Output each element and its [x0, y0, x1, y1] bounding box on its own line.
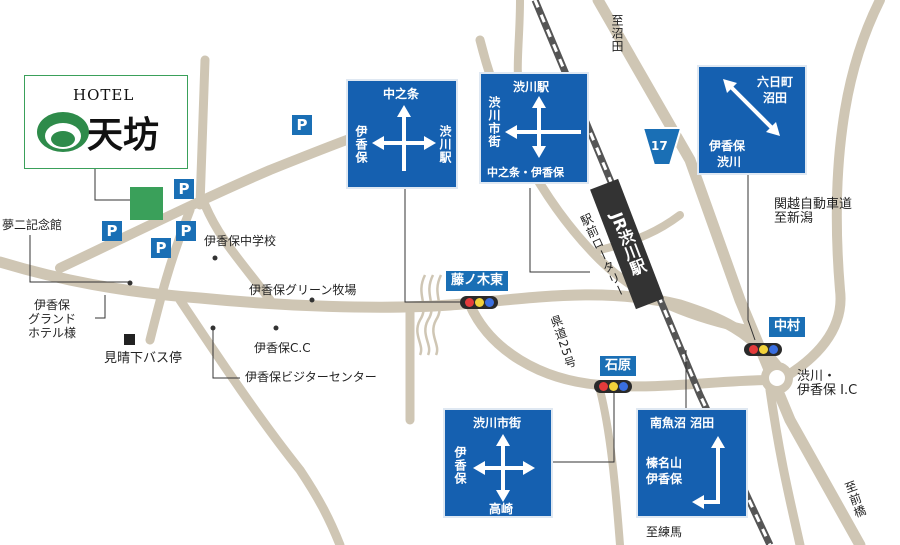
junior-high-label: 伊香保中学校 — [204, 234, 277, 248]
shibukawa-ic-label: 渋川・ 伊香保 I.C — [797, 369, 858, 398]
yumeji-museum-label: 夢二記念館 — [2, 218, 63, 232]
north-hotel-road — [195, 55, 210, 210]
crossroad-arrow-icon — [372, 105, 436, 171]
up-left-arrow-icon — [692, 436, 725, 509]
hotel-name-en: HOTEL — [73, 86, 135, 104]
kanetsu-expressway-label: 関越自動車道 至新潟 — [774, 197, 853, 226]
direction-sign-5: 南魚沼 沼田 榛名山 伊香保 — [636, 408, 748, 518]
country-club-label: 伊香保C.C — [254, 341, 311, 355]
to-numata-label: 至沼田 — [610, 14, 624, 53]
parking-icon: P — [151, 238, 171, 258]
intersection-nakamura: 中村 — [769, 317, 806, 337]
traffic-light-icon — [744, 343, 782, 356]
diagonal-arrow-icon — [723, 79, 780, 136]
river-lines — [416, 274, 443, 356]
bus-stop-label: 見晴下バス停 — [104, 351, 183, 366]
hotel-name-jp: 天坊 — [87, 114, 160, 156]
grand-hotel-label: 伊香保 グランド ホテル様 — [28, 298, 77, 340]
intersection-funoki-east: 藤ノ木東 — [446, 271, 509, 291]
leader-lines — [29, 169, 756, 463]
direction-sign-3: 六日町 沼田 伊香保 渋川 — [697, 65, 807, 175]
traffic-light-icon — [460, 296, 498, 309]
route-17-number: 17 — [651, 139, 668, 153]
mountain-road — [775, 0, 885, 385]
parking-icon: P — [176, 221, 196, 241]
intersection-ishihara: 石原 — [600, 356, 637, 376]
to-nerima-label: 至練馬 — [646, 525, 683, 539]
hotel-logo-box: HOTEL 天坊 — [24, 75, 188, 169]
ishihara-south-road — [596, 386, 624, 545]
parking-icon: P — [102, 221, 122, 241]
diagonal-road-1 — [200, 200, 275, 305]
hotel-logo-icon — [37, 112, 89, 152]
crossroad-arrow-icon — [473, 434, 535, 502]
direction-sign-1: 中之条 伊香保 渋川駅 — [346, 79, 458, 189]
route-17-road — [592, 0, 866, 545]
hotel-location-marker — [130, 187, 163, 220]
t-junction-arrow-icon — [505, 96, 581, 158]
parking-icon: P — [292, 115, 312, 135]
parking-icon: P — [174, 179, 194, 199]
map-dots — [127, 255, 315, 331]
traffic-light-icon — [594, 380, 632, 393]
visitor-center-label: 伊香保ビジターセンター — [245, 370, 377, 384]
bus-stop-marker — [124, 334, 135, 345]
direction-sign-4: 渋川市街 伊香保 高崎 — [443, 408, 553, 518]
south-east-road — [765, 385, 805, 545]
roundabout — [761, 362, 793, 394]
south-west-road — [175, 295, 345, 545]
direction-sign-2: 渋川駅 渋川市街 中之条・伊香保 — [479, 72, 589, 184]
green-ranch-label: 伊香保グリーン牧場 — [249, 283, 357, 297]
main-east-west-road — [0, 256, 786, 376]
route-17-shield — [641, 127, 683, 166]
